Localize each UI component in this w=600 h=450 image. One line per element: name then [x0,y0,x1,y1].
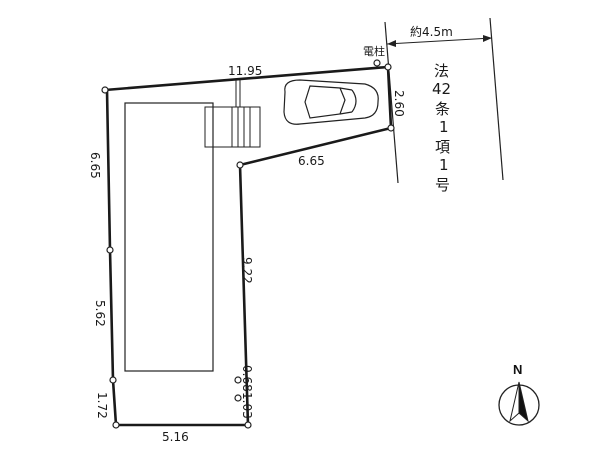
road-type-char-2: 条 [435,100,450,118]
lot-vertices [101,63,395,429]
dim-top: 11.95 [228,64,262,78]
north-arrow-icon [498,381,540,426]
dim-right-long: 9.22 [240,257,254,284]
road-type-char-6: 号 [435,176,450,194]
dim-left-lower: 5.62 [93,300,107,327]
road-type-char-5: 1 [439,156,449,174]
road-width-dimension: 約4.5m [386,24,493,47]
dim-right-small-a: 0.68 [240,365,254,392]
building-footprint [124,102,214,372]
dim-right-small-b: 1.03 [240,392,254,419]
utility-pole-icon [373,59,381,67]
dim-left-bottom: 1.72 [95,392,109,419]
dim-left-upper: 6.65 [88,152,102,179]
lot-boundary [104,65,393,427]
road-type-char-4: 項 [435,138,450,156]
north-label: N [513,362,522,377]
road-type-label: 法 42 条 1 項 1 号 [432,62,451,194]
road-boundary-left [384,21,399,184]
dim-right-short: 2.60 [392,90,406,117]
dim-bottom: 5.16 [162,430,189,444]
dim-notch: 6.65 [298,154,325,168]
road-width-label: 約4.5m [410,24,453,39]
car-icon [283,79,379,125]
road-type-char-3: 1 [439,118,449,136]
pole-label: 電柱 [363,44,385,58]
road-type-char-0: 法 [434,62,449,80]
road-type-char-1: 42 [432,80,451,98]
entrance-steps [204,80,261,148]
road-boundary-right [489,17,504,181]
